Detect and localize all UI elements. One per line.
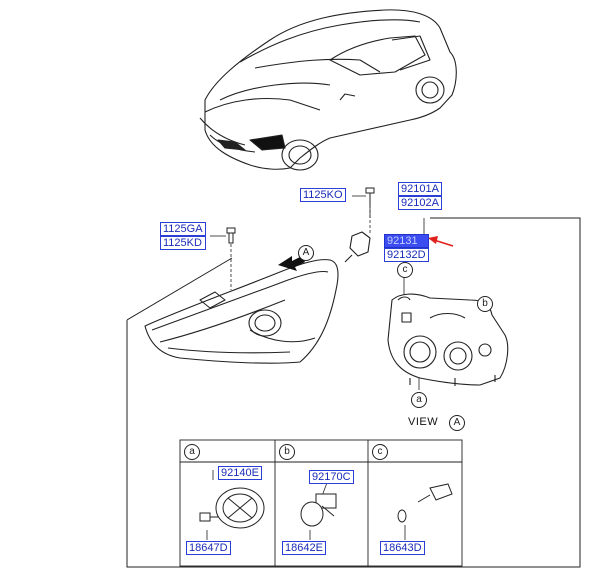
part-92101A[interactable]: 92101A xyxy=(398,182,442,196)
callout-b-rear: b xyxy=(477,296,493,312)
part-92102A[interactable]: 92102A xyxy=(398,196,442,210)
part-group-92131: 92131 92132D xyxy=(384,234,429,262)
part-1125KD[interactable]: 1125KD xyxy=(160,236,206,250)
socket-92140E xyxy=(199,487,265,529)
part-92170C[interactable]: 92170C xyxy=(309,470,354,484)
callout-A-view: A xyxy=(449,415,465,431)
bulb-18643D xyxy=(397,483,453,523)
part-92140E[interactable]: 92140E xyxy=(218,466,262,480)
view-direction-arrow xyxy=(278,256,305,271)
headlamp-assembly xyxy=(144,231,371,364)
view-label: VIEW xyxy=(408,416,439,428)
part-92131-highlighted[interactable]: 92131 xyxy=(384,234,429,248)
part-18642E[interactable]: 18642E xyxy=(282,541,326,555)
part-18643D[interactable]: 18643D xyxy=(380,541,425,555)
callout-b-box: b xyxy=(279,444,295,460)
car-illustration xyxy=(199,9,457,171)
part-1125KO[interactable]: 1125KO xyxy=(300,188,346,202)
part-group-92101A: 92101A 92102A xyxy=(398,182,442,210)
callout-a-box: a xyxy=(184,444,200,460)
callout-c-box: c xyxy=(372,444,388,460)
headlamp-rear-view xyxy=(387,293,509,386)
part-group-1125GA: 1125GA 1125KD xyxy=(160,222,206,250)
bolt-1125GA xyxy=(226,227,236,244)
part-1125GA[interactable]: 1125GA xyxy=(160,222,206,236)
callout-c-rear: c xyxy=(397,262,413,278)
diagram-frame xyxy=(126,217,581,568)
part-18647D[interactable]: 18647D xyxy=(186,541,231,555)
callout-a-rear: a xyxy=(411,392,427,408)
bolt-1125KO xyxy=(365,187,375,205)
bulb-92170C xyxy=(300,493,337,527)
detail-boxes xyxy=(179,439,463,567)
callout-A-headlamp: A xyxy=(298,245,314,261)
part-92132D[interactable]: 92132D xyxy=(384,248,429,262)
highlight-arrow xyxy=(428,236,454,247)
